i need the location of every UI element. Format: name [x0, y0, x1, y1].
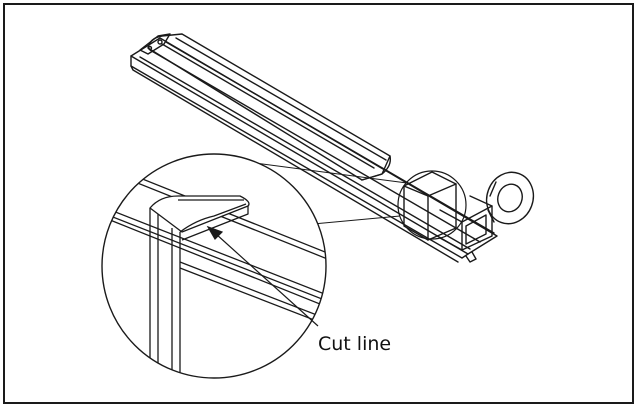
figure-frame	[3, 3, 634, 404]
detail-source-circle	[397, 170, 467, 240]
rail-inner-edge-c	[165, 41, 495, 234]
end-cap-screw	[157, 39, 163, 45]
tube-end	[439, 195, 493, 251]
cover-strip-ridge	[161, 43, 375, 169]
end-cap-screw-2	[147, 45, 153, 51]
sleeve-band-top-2	[427, 183, 457, 197]
mounting-ring	[485, 171, 535, 225]
rail-assembly	[130, 33, 535, 263]
rail-housing-side-lower	[130, 65, 459, 263]
rail-inner-edge-a	[139, 56, 471, 250]
mounting-ring-hole	[497, 183, 523, 213]
rail-housing	[130, 37, 498, 255]
cut-line-label: Cut line	[318, 333, 392, 355]
leader-arrow	[206, 225, 319, 327]
detail-magnifier	[101, 153, 327, 379]
tube-end-edge	[439, 209, 463, 223]
tube-notch	[465, 251, 477, 263]
rail-inner-edge-b	[149, 49, 481, 243]
cover-strip-edge	[175, 37, 387, 161]
tube-end-inner	[465, 214, 487, 245]
detail-connectors	[239, 160, 408, 225]
end-cap	[139, 33, 171, 55]
rail-housing-side	[130, 55, 469, 259]
sleeve-band-top	[403, 185, 429, 197]
mounting-ring-neck	[487, 181, 497, 223]
sleeve-band	[403, 171, 457, 241]
